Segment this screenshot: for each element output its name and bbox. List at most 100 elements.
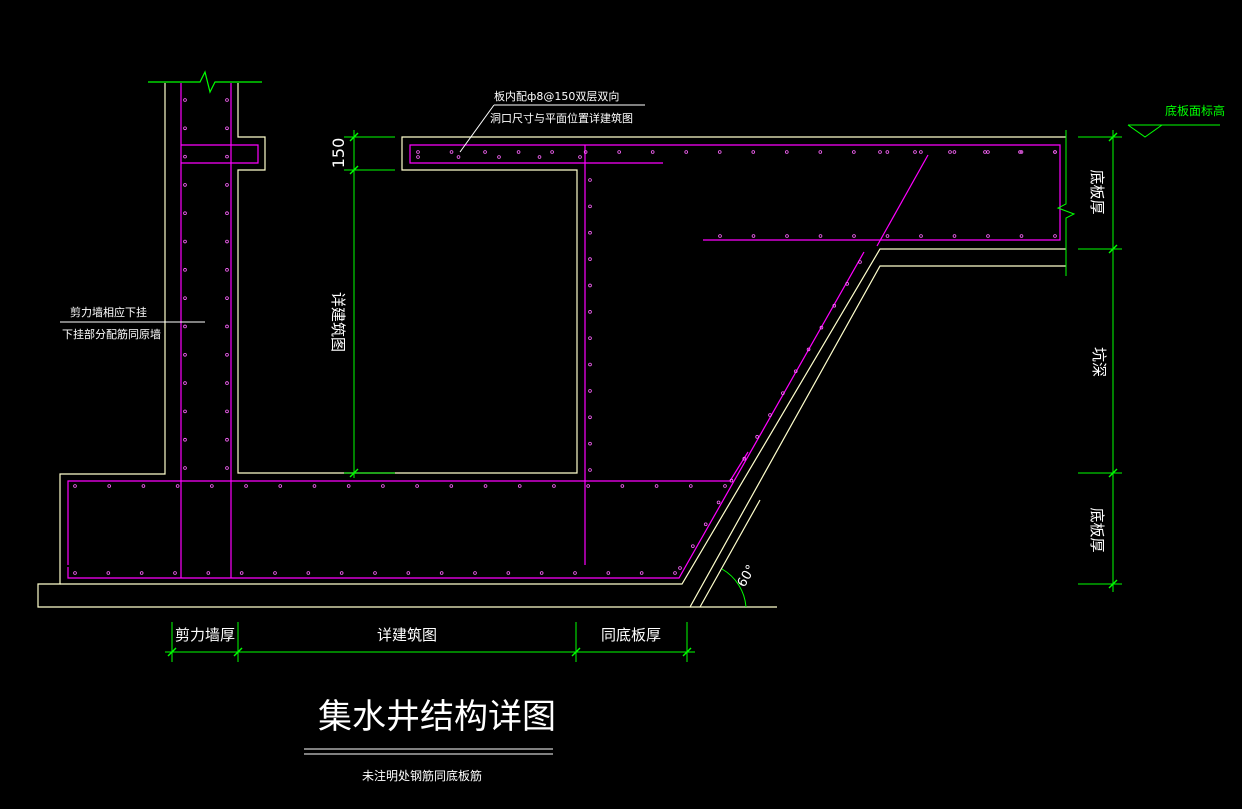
- rebar-dot: [225, 126, 229, 131]
- rebar-dot: [550, 150, 554, 154]
- rebar-dot: [588, 415, 592, 420]
- rebar-dot: [1018, 150, 1022, 154]
- rebar-dot: [1019, 234, 1024, 238]
- slope-extension: [699, 499, 761, 608]
- rebar-dot: [183, 466, 187, 470]
- rebar-dot: [206, 571, 211, 575]
- rebar-dot: [416, 150, 420, 154]
- rebar-dot: [818, 234, 823, 238]
- rebar-dot: [406, 571, 411, 575]
- rebar-dot: [588, 468, 592, 472]
- rebar-dot: [781, 391, 785, 395]
- rebar-dot: [986, 150, 990, 154]
- rebar-dot: [717, 150, 722, 154]
- rebar-dot: [688, 484, 693, 488]
- elevation-triangle: [1127, 124, 1163, 138]
- dim-pit-width: 详建筑图: [377, 626, 437, 644]
- rebar-dot: [239, 571, 244, 575]
- rebar-dot: [539, 571, 544, 575]
- angle-label: 60°: [735, 563, 760, 590]
- rebar-dot: [832, 303, 837, 308]
- rebar-dot: [716, 500, 721, 505]
- wall-right-outline: [237, 83, 1066, 474]
- rebar-dot: [755, 435, 759, 439]
- rebar-dot: [73, 571, 77, 575]
- leaders: [60, 104, 645, 755]
- rebar-dot: [768, 413, 772, 417]
- rebar-dot: [948, 150, 952, 154]
- rebar-dot: [617, 150, 621, 154]
- rebar-dot: [381, 484, 385, 488]
- slope-bar-top: [876, 154, 929, 247]
- dim-upper-slab-thickness: 底板厚: [1088, 169, 1106, 214]
- rebar-lines: [67, 83, 1061, 579]
- rebar-dot: [73, 484, 77, 488]
- rebar-dot: [141, 484, 146, 488]
- rebar-dot: [339, 571, 344, 575]
- rebar-dot: [225, 352, 229, 357]
- dim-wall-thickness: 剪力墙厚: [175, 626, 235, 644]
- rebar-dot: [483, 484, 488, 488]
- rebar-dot: [852, 234, 856, 238]
- rebar-dot: [173, 571, 177, 575]
- dim-slab-thickness: 同底板厚: [601, 626, 661, 644]
- rebar-dot: [183, 437, 187, 442]
- rebar-dot: [183, 352, 187, 357]
- rebar-dot: [588, 178, 592, 182]
- rebar-dot: [183, 381, 187, 385]
- base-rebar-top: [67, 451, 749, 565]
- rebar-dot: [517, 484, 522, 488]
- rebar-dot: [588, 204, 592, 209]
- rebar-dot: [588, 283, 592, 288]
- rebar-dot: [588, 441, 592, 446]
- dimension-lines: [165, 124, 1220, 662]
- rebar-dot: [819, 325, 824, 330]
- rebar-dot: [183, 154, 187, 159]
- rebar-dot: [225, 381, 229, 385]
- rebar-dot: [346, 484, 351, 488]
- rebar-dot: [183, 126, 187, 131]
- rebar-dot: [225, 466, 229, 470]
- wall-note-2: 下挂部分配筋同原墙: [62, 327, 161, 341]
- rebar-dot: [588, 336, 592, 340]
- rebar-dot: [742, 456, 747, 461]
- rebar-dot: [225, 183, 229, 187]
- angle-arc: [721, 568, 747, 608]
- rebar-dot: [497, 155, 501, 159]
- rebar-dot: [588, 257, 592, 261]
- rebar-dot: [306, 571, 311, 575]
- rebar-dot: [415, 484, 419, 488]
- rebar-dot: [456, 155, 461, 159]
- rebar-dot: [588, 389, 592, 393]
- rebar-dot: [588, 362, 592, 367]
- rebar-dot: [1053, 150, 1057, 154]
- rebar-dot: [639, 571, 644, 575]
- rebar-dot: [620, 484, 625, 488]
- rebar-dot: [449, 484, 454, 488]
- rebar-dot: [673, 571, 677, 575]
- wall-ledge-rebar: [181, 144, 259, 164]
- rebar-dot: [583, 150, 588, 154]
- wall-note-1: 剪力墙相应下挂: [70, 305, 147, 319]
- rebar-dot: [175, 484, 180, 488]
- rebar-dot: [107, 484, 112, 488]
- rebar-dot: [588, 230, 592, 235]
- drawing-title: 集水井结构详图: [318, 697, 556, 737]
- wall-left-outline: [37, 83, 1066, 608]
- rebar-dot: [225, 268, 229, 272]
- rebar-dot: [273, 571, 277, 575]
- elevation-label: 底板面标高: [1165, 103, 1225, 118]
- rebar-dot: [586, 484, 590, 488]
- dim-pit-depth-right: 坑深: [1090, 347, 1108, 377]
- rebar-dots: [73, 98, 1057, 575]
- rebar-dot: [183, 239, 187, 244]
- rebar-dot: [818, 150, 823, 154]
- rebar-dot: [983, 150, 987, 154]
- top-slab-rebar: [409, 144, 1061, 241]
- rebar-dot: [578, 155, 582, 159]
- rebar-dot: [784, 150, 789, 154]
- slab-note-leader: [459, 104, 495, 153]
- rebar-dot: [650, 150, 655, 154]
- rebar-dot: [225, 437, 229, 442]
